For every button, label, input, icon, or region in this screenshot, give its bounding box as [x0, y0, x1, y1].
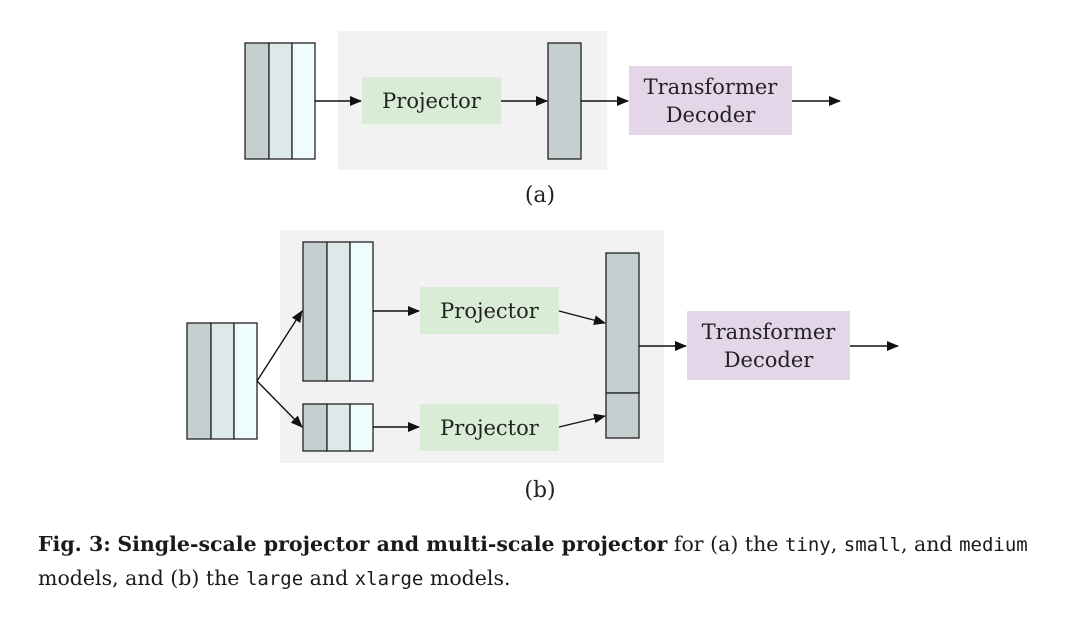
arrow-bottom-projector-to-concat-b [558, 413, 606, 428]
caption-text-3: , and [900, 532, 960, 556]
projector-label-bottom-b: Projector [440, 416, 540, 440]
projector-label-a: Projector [382, 89, 482, 113]
caption-model-small: small [843, 534, 901, 556]
projector-label-top-b: Projector [440, 299, 540, 323]
decoder-label-line2-b: Decoder [724, 348, 815, 372]
caption-figure-number: Fig. 3: [38, 532, 111, 556]
caption-text-4: models, and (b) the [38, 566, 246, 590]
arrow-input-to-upper-scale-b [256, 310, 303, 382]
transformer-decoder-box-a [629, 66, 792, 135]
caption-title: Single-scale projector and multi-scale p… [117, 532, 668, 556]
input-feature-block-a [244, 42, 316, 160]
arrow-input-to-lower-scale-b [256, 380, 303, 428]
caption-text-6: models. [423, 566, 511, 590]
projector-box-top-b [420, 287, 559, 334]
caption-model-large: large [245, 568, 304, 590]
projector-box-a [362, 77, 501, 124]
upper-scale-feature-block-b [302, 241, 374, 382]
transformer-decoder-box-b [687, 311, 850, 380]
projector-box-bottom-b [420, 404, 559, 451]
lower-scale-feature-block-b [302, 403, 374, 452]
caption-model-xlarge: xlarge [354, 568, 424, 590]
caption-text-2: , [830, 532, 844, 556]
figure-caption: Fig. 3: Single-scale projector and multi… [38, 528, 1048, 596]
concatenated-tokens-block-b [605, 252, 640, 439]
projected-tokens-block-a [547, 42, 582, 160]
decoder-label-line1-b: Transformer [702, 320, 837, 344]
caption-model-medium: medium [959, 534, 1028, 556]
sublabel-a: (a) [525, 183, 555, 208]
caption-model-tiny: tiny [784, 534, 831, 556]
caption-text-5: and [303, 566, 355, 590]
decoder-label-line2-a: Decoder [666, 103, 757, 127]
sublabel-b: (b) [524, 478, 555, 503]
caption-text-1: for (a) the [667, 532, 785, 556]
decoder-label-line1-a: Transformer [644, 75, 779, 99]
arrow-top-projector-to-concat-b [558, 310, 606, 326]
input-feature-block-b [186, 322, 258, 440]
